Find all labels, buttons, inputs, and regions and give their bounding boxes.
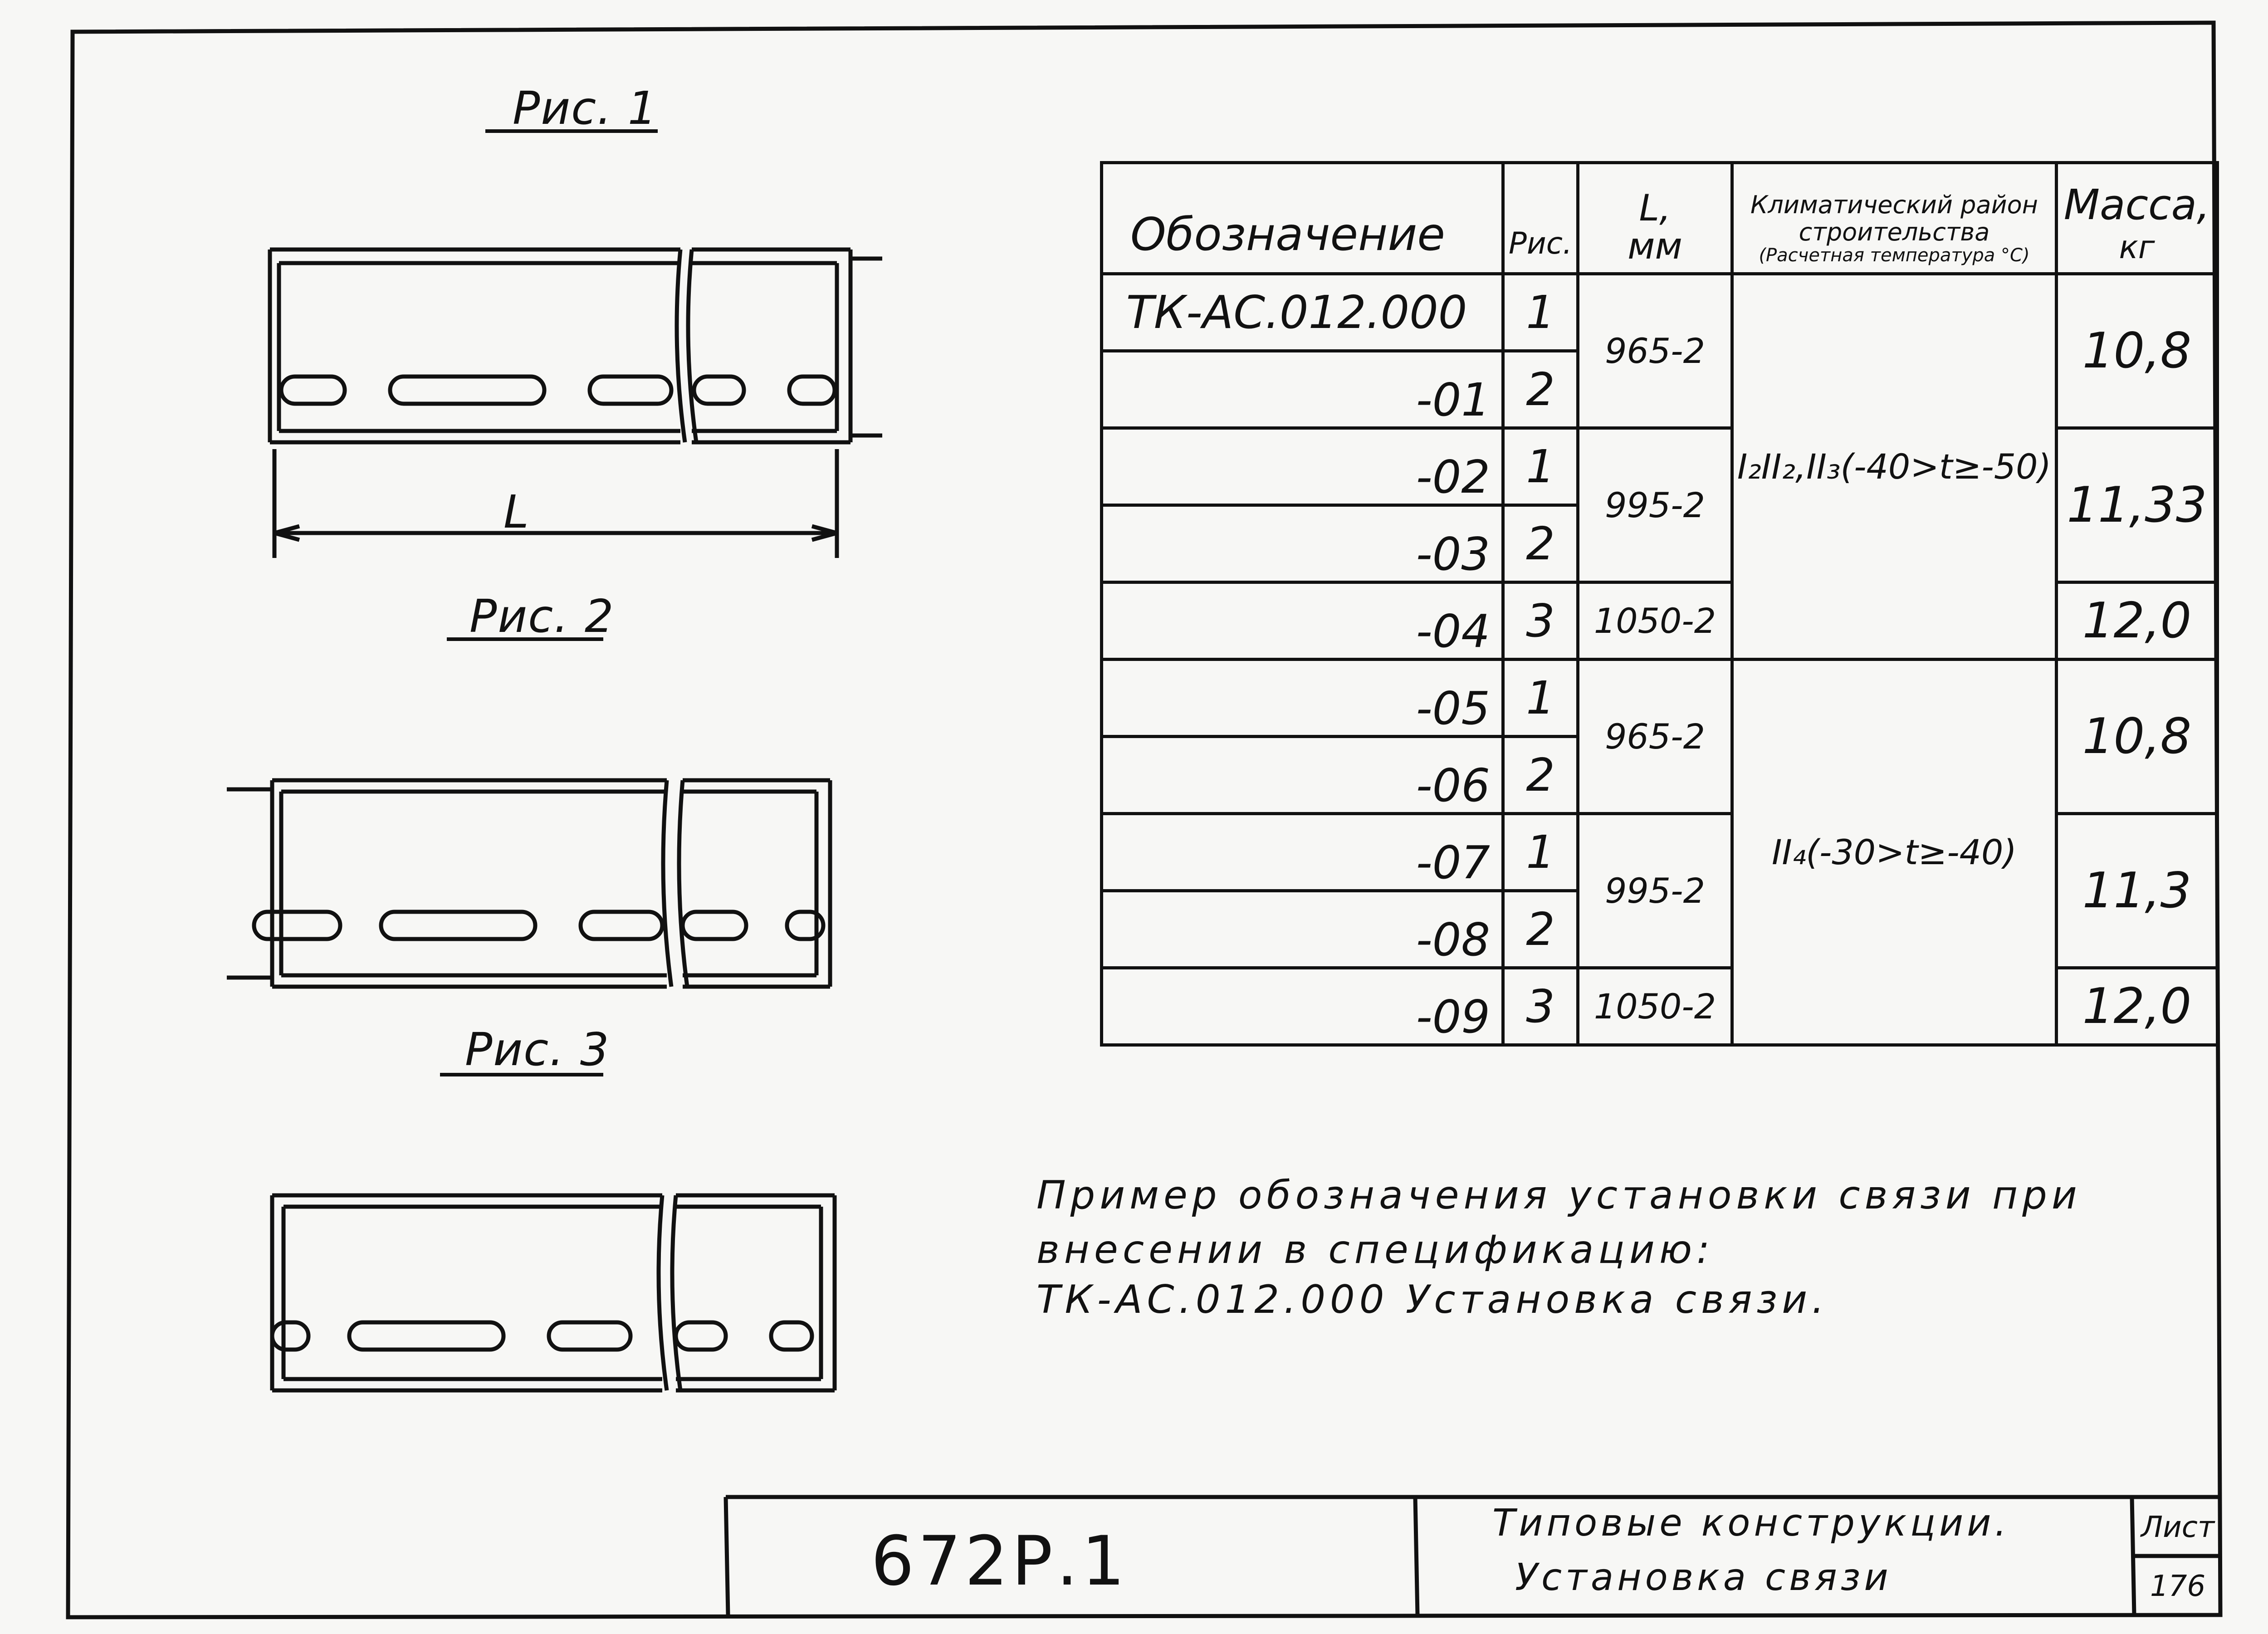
table-row: -05 1 965-2 II₄(-30>t≥-40) 10,8 [1100, 658, 2219, 1047]
table-row: -09 3 1050-2 12,0 [1100, 966, 2219, 1047]
row-fig: 2 [1501, 504, 1579, 584]
row-designation: -06 [1100, 735, 1505, 815]
row-designation: -04 [1100, 581, 1505, 661]
mass-cell: 12,0 [2055, 581, 2219, 661]
row-fig: 1 [1501, 658, 1579, 738]
row-designation: -09 [1100, 966, 1505, 1047]
stamp-title-line1: Типовые конструкции. [1492, 1502, 2010, 1545]
table-row: -04 3 1050-2 12,0 [1100, 581, 2219, 661]
fig2-caption: Рис. 2 [469, 590, 615, 643]
row-designation: -05 [1100, 658, 1505, 738]
row-fig: 1 [1501, 426, 1579, 507]
stamp-frame [723, 1495, 2218, 1615]
specification-table: Обозначение Рис. L,мм Климатический райо… [1100, 161, 2219, 1047]
fig1-caption-underline [485, 129, 658, 133]
row-designation: -02 [1100, 426, 1505, 507]
header-mass: Масса,кг [2055, 161, 2219, 275]
mass-cell: 10,8 [2055, 658, 2219, 815]
fig3-caption: Рис. 3 [465, 1023, 610, 1076]
fig1-drawing [268, 247, 882, 558]
stamp-title-line2: Установка связи [1515, 1556, 1892, 1599]
climate-cell: II₄(-30>t≥-40) [1730, 658, 2058, 1047]
header-climate-line1: Климатический район [1750, 191, 2038, 220]
table-row: -08 2 [1100, 889, 2218, 969]
length-cell: 1050-2 [1576, 966, 1734, 1047]
note-line-3: ТК-АС.012.000 Установка связи. [1036, 1277, 1829, 1322]
mass-cell: 12,0 [2055, 966, 2219, 1047]
row-fig: 3 [1501, 581, 1579, 661]
row-fig: 1 [1501, 812, 1579, 892]
header-designation: Обозначение [1100, 161, 1505, 275]
header-fig: Рис. [1501, 161, 1579, 275]
table-row: -02 1 995-2 11,33 [1100, 426, 2219, 584]
header-mass-label: Масса, [2063, 180, 2210, 229]
table-row: -06 2 [1100, 735, 2218, 815]
mass-cell: 11,33 [2055, 426, 2219, 584]
fig1-caption: Рис. 1 [513, 82, 658, 135]
table-row: -07 1 995-2 11,3 [1100, 812, 2219, 969]
header-climate-line2: строительства [1799, 217, 1990, 246]
fig3-drawing [270, 1193, 837, 1393]
table-header-row: Обозначение Рис. L,мм Климатический райо… [1100, 161, 2219, 275]
stamp-code: 672Р.1 [871, 1522, 1129, 1601]
row-fig: 2 [1501, 735, 1579, 815]
table-row: ТК-АС.012.000 1 965-2 I₂II₂,II₃(-40>t≥-5… [1100, 272, 2219, 661]
length-cell: 995-2 [1576, 426, 1734, 584]
table-row: -01 2 [1100, 349, 2218, 430]
header-length-symbol: L, [1639, 187, 1671, 229]
note-line-2: внесении в спецификацию: [1036, 1227, 1715, 1272]
header-mass-unit: кг [2119, 228, 2155, 266]
fig2-caption-underline [447, 637, 603, 641]
row-designation: -08 [1100, 889, 1505, 969]
header-length-unit: мм [1628, 225, 1682, 267]
row-designation: -01 [1100, 349, 1505, 430]
frame-border [66, 20, 2223, 1619]
length-cell: 1050-2 [1576, 581, 1734, 661]
row-designation: -03 [1100, 504, 1505, 584]
header-length: L,мм [1576, 161, 1734, 275]
row-fig: 1 [1501, 272, 1579, 352]
row-designation: -07 [1100, 812, 1505, 892]
length-cell: 965-2 [1576, 272, 1734, 430]
row-fig: 2 [1501, 889, 1579, 969]
mass-cell: 10,8 [2055, 272, 2219, 430]
table-row: -03 2 [1100, 504, 2218, 584]
length-cell: 965-2 [1576, 658, 1734, 815]
row-fig: 2 [1501, 349, 1579, 430]
header-climate-line3: (Расчетная температура °С) [1759, 245, 2030, 266]
length-cell: 995-2 [1576, 812, 1734, 969]
fig2-drawing [227, 778, 832, 989]
mass-cell: 11,3 [2055, 812, 2219, 969]
stamp-sheet-label: Лист [2141, 1511, 2215, 1544]
stamp-sheet-number: 176 [2150, 1570, 2206, 1603]
fig3-caption-underline [440, 1073, 603, 1076]
dimension-label: L [503, 485, 530, 538]
row-designation: ТК-АС.012.000 [1100, 272, 1505, 352]
climate-cell: I₂II₂,II₃(-40>t≥-50) [1730, 272, 2058, 661]
note-line-1: Пример обозначения установки связи при [1036, 1173, 2082, 1218]
row-fig: 3 [1501, 966, 1579, 1047]
